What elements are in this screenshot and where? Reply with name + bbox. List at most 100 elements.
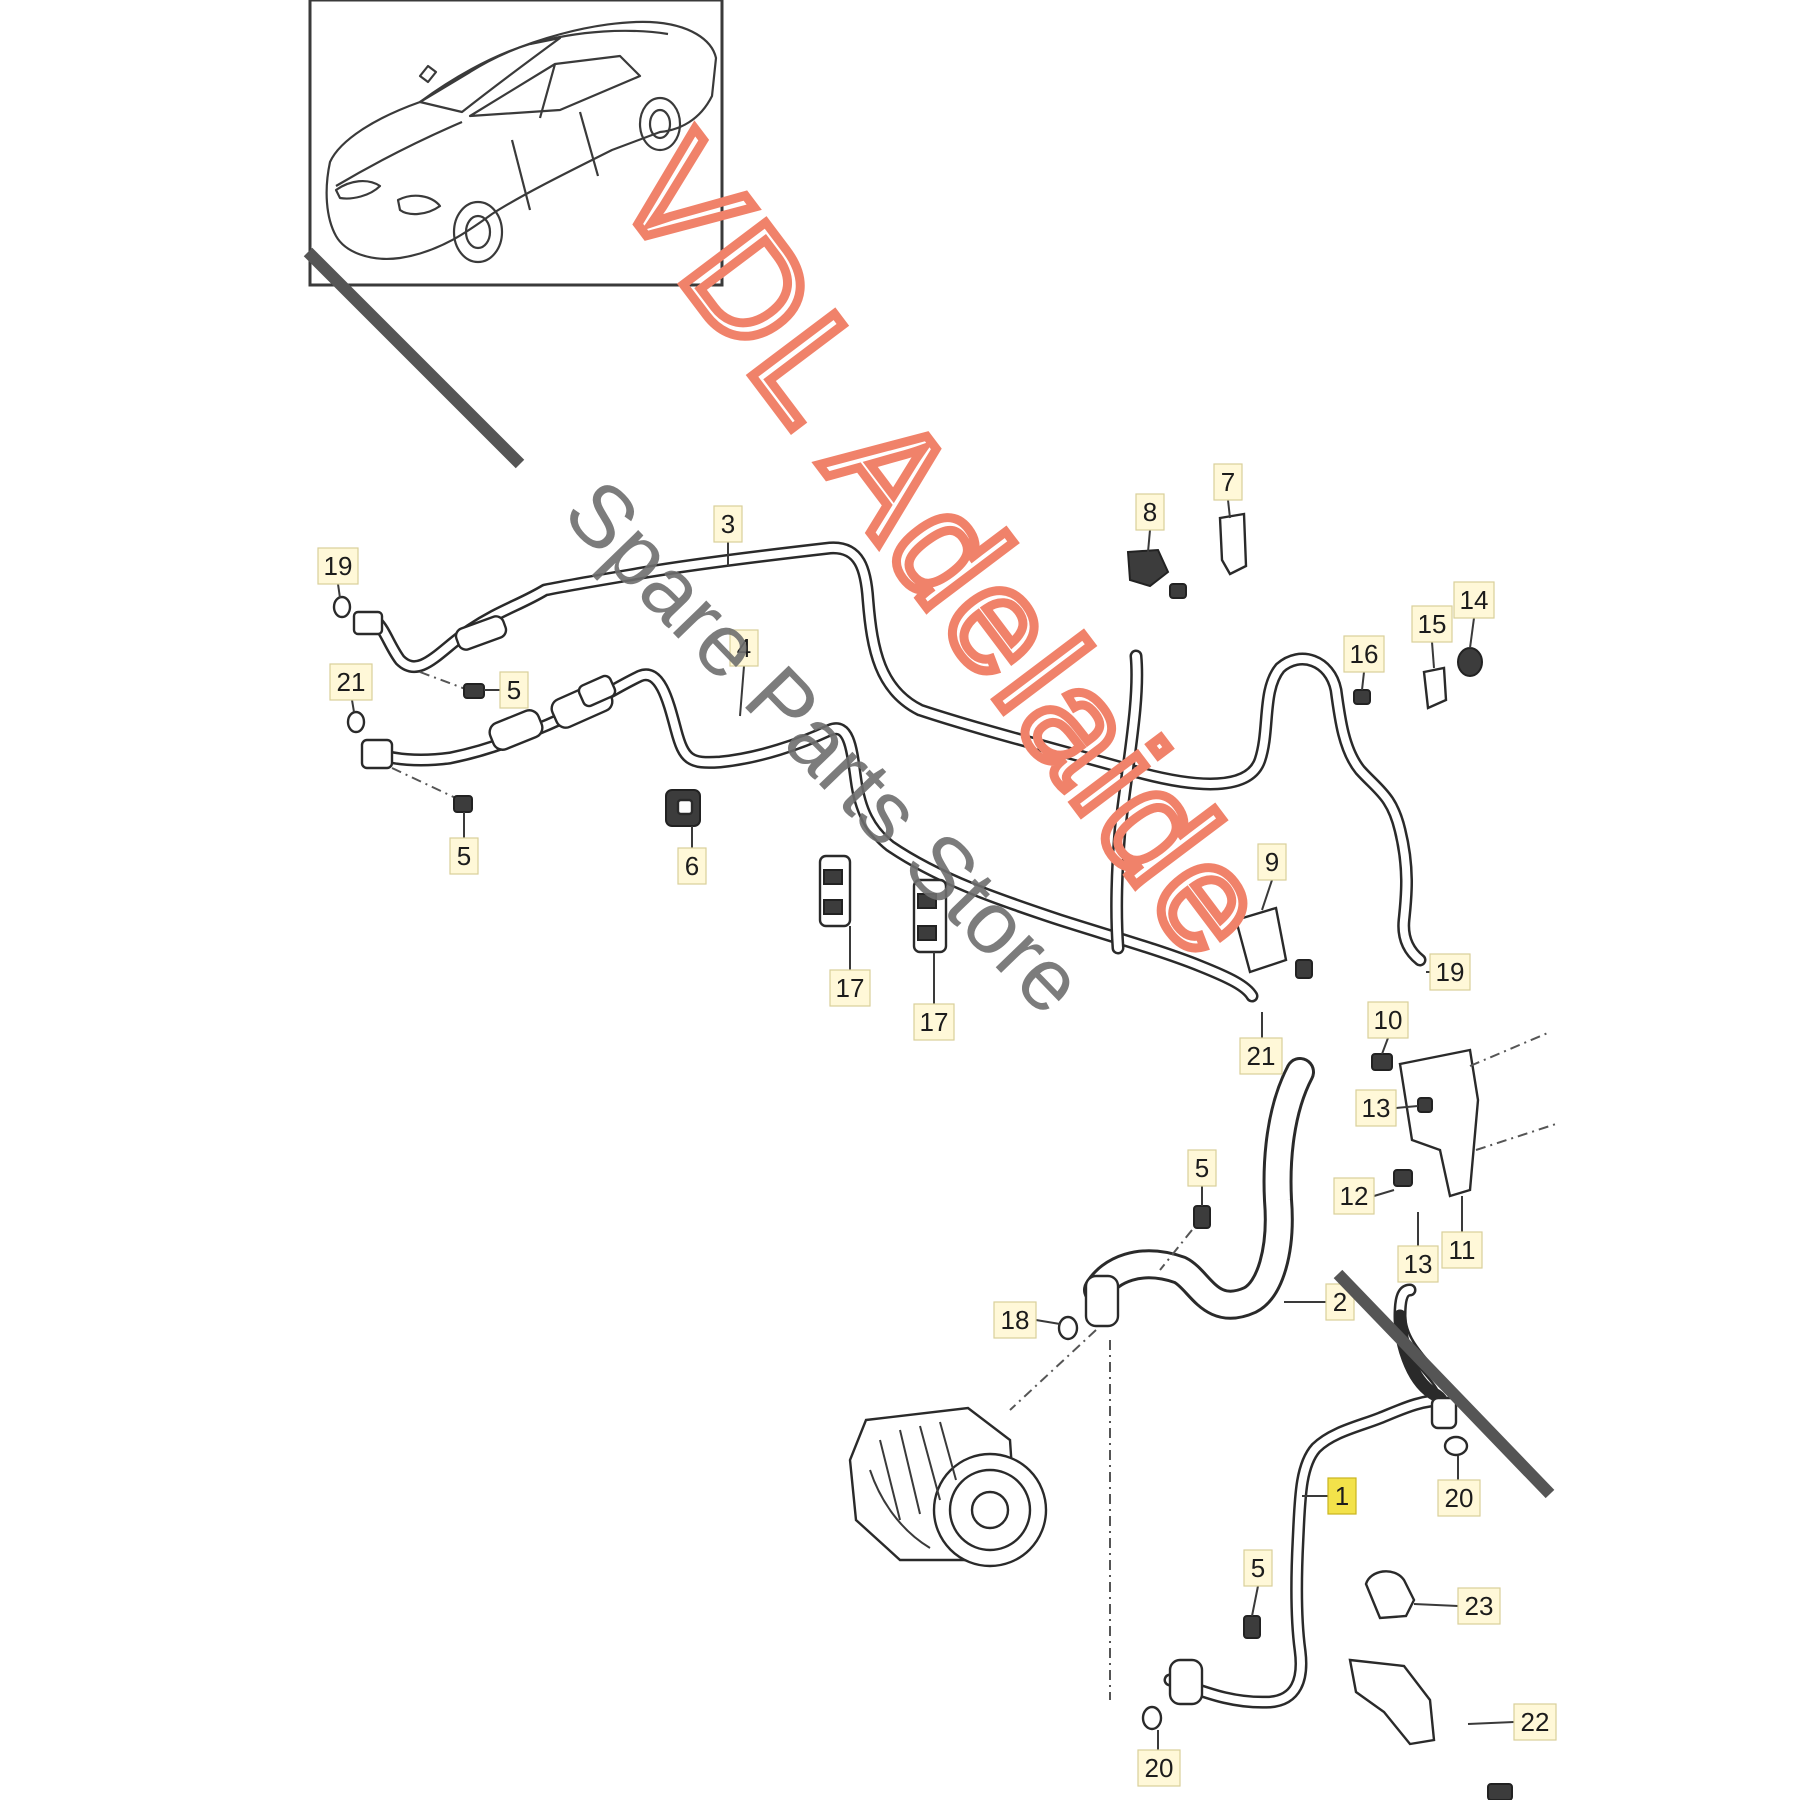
label-6-text: 6: [685, 851, 699, 881]
label-5a-text: 5: [507, 675, 521, 705]
bracket-8: [1126, 548, 1187, 599]
label-16: 16: [1343, 635, 1385, 691]
label-14: 14: [1453, 581, 1495, 649]
watermark-bar-bottom: [1333, 1269, 1555, 1499]
clip-17-b: [912, 878, 948, 954]
label-4-text: 4: [737, 633, 751, 663]
label-13a-text: 13: [1362, 1093, 1391, 1123]
line-3: [355, 541, 1427, 967]
label-13a: 13: [1355, 1089, 1419, 1127]
label-5b: 5: [449, 812, 479, 875]
part-15: [1422, 666, 1448, 710]
car-illustration: [325, 20, 718, 264]
screw-5-upper: [419, 671, 485, 699]
o-ring-20-upper: [1443, 1435, 1469, 1457]
label-5a: 5: [484, 671, 529, 709]
o-ring-21: [346, 710, 366, 734]
label-8-text: 8: [1143, 497, 1157, 527]
label-12-text: 12: [1340, 1181, 1369, 1211]
ac-compressor: [848, 1406, 1048, 1568]
part-labels: 1 2 3 4 5 5 5: [317, 463, 1557, 1787]
part-10: [1371, 1053, 1393, 1071]
o-ring-19: [332, 595, 352, 619]
label-21b-text: 21: [1247, 1041, 1276, 1071]
label-21b: 21: [1239, 1012, 1283, 1075]
label-20a-text: 20: [1145, 1753, 1174, 1783]
label-10-text: 10: [1374, 1005, 1403, 1035]
o-ring-18: [1057, 1315, 1079, 1341]
line-3-fitting: [352, 610, 384, 636]
clip-6: [665, 789, 701, 827]
label-7: 7: [1213, 463, 1243, 519]
watermark: VDL Adelaide Spare Parts Store: [303, 104, 1555, 1499]
label-17a-text: 17: [836, 973, 865, 1003]
fittings: [332, 512, 1557, 1800]
label-15-text: 15: [1418, 609, 1447, 639]
part-12: [1393, 1169, 1413, 1187]
bracket-11: [1371, 1031, 1557, 1198]
label-2: 2: [1284, 1283, 1355, 1321]
hose-2: [1083, 1057, 1315, 1320]
label-23: 23: [1413, 1587, 1501, 1625]
line-branch: [1110, 649, 1144, 955]
label-3-text: 3: [721, 509, 735, 539]
part-13: [1417, 1097, 1433, 1113]
label-19b-text: 19: [1436, 957, 1465, 987]
label-9: 9: [1257, 843, 1287, 911]
label-21a-text: 21: [337, 667, 366, 697]
label-9-text: 9: [1265, 847, 1279, 877]
label-19b: 19: [1426, 953, 1471, 991]
label-4: 4: [729, 629, 759, 717]
label-5b-text: 5: [457, 841, 471, 871]
bracket-7: [1218, 512, 1248, 576]
label-13b: 13: [1397, 1212, 1439, 1283]
vehicle-inset: [308, 0, 724, 287]
label-21a: 21: [329, 663, 373, 713]
line-4: [365, 668, 1259, 1003]
label-11: 11: [1441, 1196, 1483, 1269]
part-14: [1457, 647, 1483, 677]
clip-17-a: [818, 854, 852, 928]
label-5c-text: 5: [1195, 1153, 1209, 1183]
label-13b-text: 13: [1404, 1249, 1433, 1279]
label-12: 12: [1333, 1177, 1395, 1215]
screw-5-left: [391, 767, 473, 813]
label-1: 1: [1302, 1477, 1357, 1515]
screw-5-mid: [1159, 1205, 1211, 1271]
watermark-bar-top: [303, 247, 525, 469]
o-ring-20-lower: [1141, 1705, 1163, 1731]
label-22: 22: [1467, 1703, 1557, 1741]
line-4-fitting: [360, 738, 394, 770]
label-2-text: 2: [1333, 1287, 1347, 1317]
label-23-text: 23: [1465, 1591, 1494, 1621]
refrigerant-lines: [355, 541, 1451, 1709]
label-20b-text: 20: [1445, 1483, 1474, 1513]
label-11-text: 11: [1449, 1235, 1476, 1265]
label-18-text: 18: [1001, 1305, 1030, 1335]
label-6: 6: [677, 826, 707, 885]
label-10: 10: [1367, 1001, 1409, 1055]
line-1: [1163, 1283, 1451, 1709]
label-17b: 17: [913, 952, 955, 1041]
label-3: 3: [713, 505, 743, 566]
label-20a: 20: [1137, 1730, 1181, 1787]
part-16: [1353, 689, 1371, 705]
label-8: 8: [1135, 493, 1165, 553]
label-19a: 19: [317, 547, 359, 599]
label-15: 15: [1411, 605, 1453, 669]
screw-5-lower: [1243, 1615, 1261, 1639]
hose-2-fitting: [1009, 1274, 1120, 1700]
label-7-text: 7: [1221, 467, 1235, 497]
label-20b: 20: [1437, 1456, 1481, 1517]
line-1-fitting-upper: [1430, 1396, 1469, 1457]
part-23: [1364, 1570, 1416, 1620]
label-1-text: 1: [1335, 1481, 1349, 1511]
label-17b-text: 17: [920, 1007, 949, 1037]
label-18: 18: [993, 1301, 1061, 1339]
label-5d: 5: [1243, 1549, 1273, 1617]
label-5c: 5: [1187, 1149, 1217, 1206]
line-1-fitting-lower: [1141, 1615, 1261, 1731]
part-22: [1348, 1658, 1513, 1800]
label-17a: 17: [829, 926, 871, 1007]
